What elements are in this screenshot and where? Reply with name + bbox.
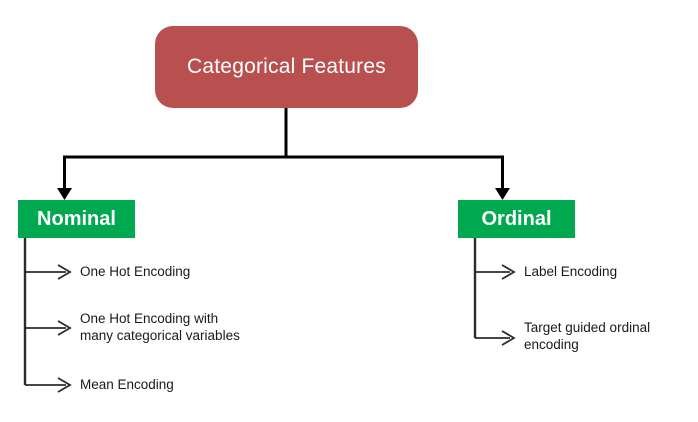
node-ordinal-label: Ordinal <box>481 207 552 230</box>
arrowhead-root-to-ordinal <box>495 188 510 200</box>
arrowhead-ordinal-leaf-1 <box>501 330 516 346</box>
node-ordinal[interactable]: Ordinal <box>458 200 575 238</box>
arrowhead-nominal-leaf-1 <box>57 320 72 336</box>
node-nominal[interactable]: Nominal <box>18 200 135 238</box>
node-categorical-features[interactable]: Categorical Features <box>155 26 418 108</box>
leaf-ordinal-label-encoding: Label Encoding <box>524 264 618 279</box>
leaf-nominal-mean-encoding: Mean Encoding <box>80 377 174 392</box>
arrowhead-nominal-leaf-0 <box>57 264 72 280</box>
arrowhead-ordinal-leaf-0 <box>501 264 516 280</box>
arrowhead-root-to-nominal <box>57 188 72 200</box>
arrowhead-nominal-leaf-2 <box>57 377 72 393</box>
leaf-nominal-one-hot-encoding-many-variables: One Hot Encoding with many categorical v… <box>80 311 240 343</box>
leaf-ordinal-target-guided-ordinal-encoding: Target guided ordinal encoding <box>524 320 651 352</box>
node-root-label: Categorical Features <box>187 55 386 78</box>
leaf-nominal-one-hot-encoding: One Hot Encoding <box>80 264 191 279</box>
node-nominal-label: Nominal <box>37 207 116 230</box>
